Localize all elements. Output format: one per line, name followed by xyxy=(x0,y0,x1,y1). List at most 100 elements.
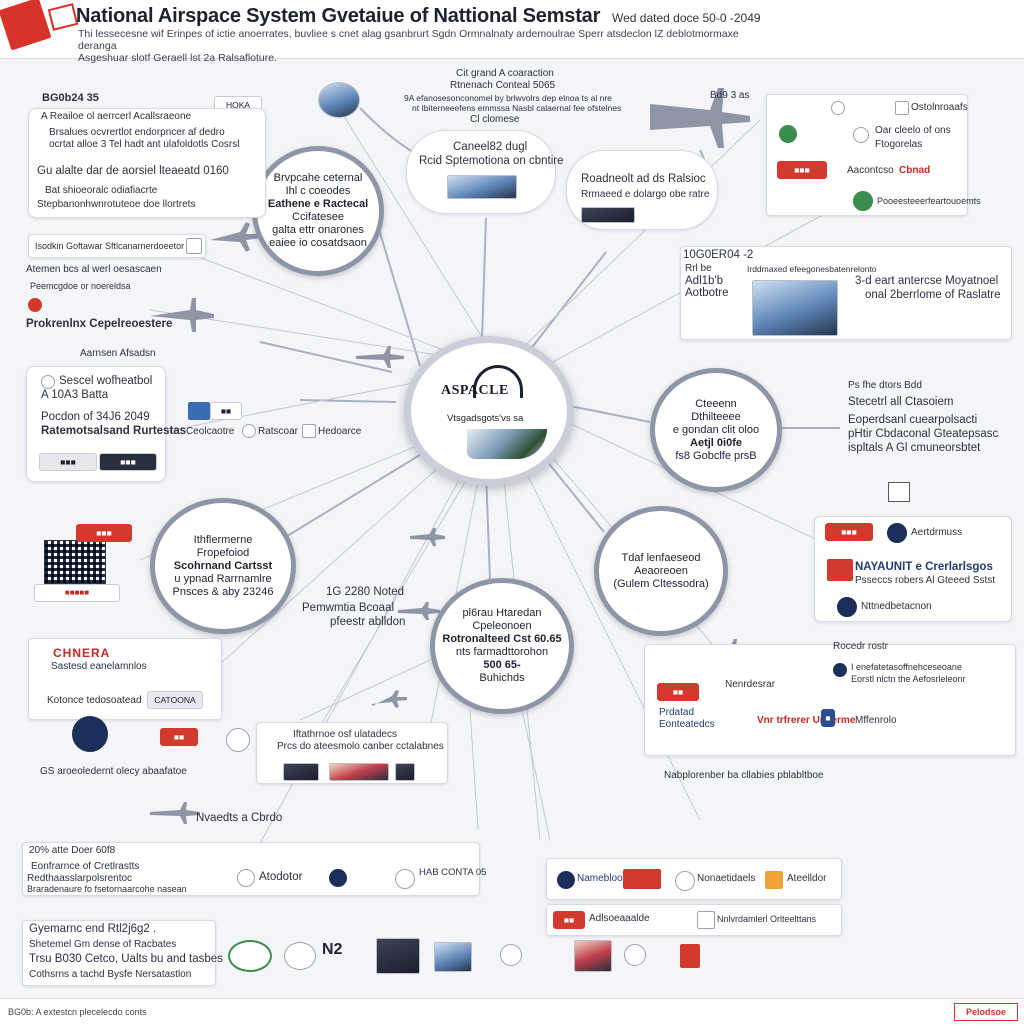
emblem-icon xyxy=(302,424,316,438)
thumbnail-image xyxy=(574,940,612,972)
panel-line: Redthaasslarpolsrentoc xyxy=(27,873,133,884)
emblem-icon xyxy=(188,402,210,420)
airplane-icon xyxy=(150,802,200,824)
badge: ■■■ xyxy=(76,524,132,542)
node-label: nts farmadttorohon xyxy=(455,646,549,658)
panel-line: Rocedr rostr xyxy=(833,641,889,652)
badge: ■■ xyxy=(553,911,585,929)
node-label: Eathene e Ractecal xyxy=(267,198,369,210)
right-text-line: Ps fhe dtors Bdd xyxy=(848,380,922,391)
node-label: Caneel82 dugl xyxy=(453,141,528,153)
connector xyxy=(259,341,393,373)
left-tag: Hedoarce xyxy=(318,426,362,437)
badge: ■■■ xyxy=(39,453,97,471)
node-3[interactable]: Cteeenn Dthilteeee e gondan clit oloo Ae… xyxy=(650,368,782,492)
connector xyxy=(283,449,429,539)
logo-icon xyxy=(0,0,52,51)
node-panel-upper-right[interactable]: Roadneolt ad ds Ralsioc Rrmaeed e dolarg… xyxy=(566,150,718,230)
thumbnail-image xyxy=(283,763,319,781)
footer-logo: Pelodsoe xyxy=(954,1003,1018,1021)
panel-line: Eorstl nlctn the Aefosrleleonr xyxy=(851,674,966,684)
emblem-icon xyxy=(887,523,907,543)
panel-line: Ratemotsalsand Rurtestas xyxy=(41,425,187,437)
emblem-icon xyxy=(837,597,857,617)
badge: ■ xyxy=(821,709,835,727)
panel-line: Aotbotre xyxy=(685,287,729,299)
globe-icon xyxy=(318,82,360,118)
panel-line: Nnlvrdamlerl Orlteelttans xyxy=(717,914,817,924)
node-4[interactable]: Tdaf lenfaeseod Aeaoreoen (Gulem Cltesso… xyxy=(594,506,728,636)
left-tag: Ceolcaotre xyxy=(186,426,235,437)
node-label: galta ettr onarones xyxy=(272,224,364,236)
logo-secondary-icon xyxy=(47,3,79,31)
flag-icon xyxy=(827,559,853,581)
connector xyxy=(485,471,491,581)
central-hub[interactable]: ASPACLE Vtsgadsgots'vs sa xyxy=(404,336,574,486)
node-image xyxy=(581,207,635,223)
emblem-icon xyxy=(833,663,847,677)
node-label: Cteeenn xyxy=(695,397,737,410)
airplane-icon xyxy=(410,528,445,546)
node-1[interactable]: Brvpcahe ceternal Ihl c coeodes Eathene … xyxy=(252,146,384,276)
node-6[interactable]: Ithflermerne Fropefoiod Scohrnand Cartss… xyxy=(150,498,296,634)
header: National Airspace System Gvetaiue of Nat… xyxy=(0,0,1024,64)
panel-line: Sastesd eanelamnlos xyxy=(51,661,147,672)
emblem-icon xyxy=(557,871,575,889)
panel-line: Iftathrnoe osf ulatadecs xyxy=(293,729,397,740)
lower-left-caption: GS aroeoledernt olecy abaafatoe xyxy=(40,766,187,777)
node-label: eaiee io cosatdsaon xyxy=(269,237,367,249)
panel-line: Gu alalte dar de aorsiel lteaeatd 0160 xyxy=(37,165,229,177)
panel-line: ocrtat alloe 3 Tel hadt ant ulafoldotls … xyxy=(49,139,240,150)
left-row: Isodkin Goftawar Sftlcanarnerdoeetor xyxy=(35,241,185,251)
emblem-icon xyxy=(329,869,347,887)
node-label: Dthilteeee xyxy=(691,410,741,423)
node-label: Pnsces & aby 23246 xyxy=(172,585,274,598)
mountain-photo xyxy=(752,280,838,336)
left-panel-heading: BG0b24 35 xyxy=(42,92,99,104)
node-label: Fropefoiod xyxy=(196,546,250,559)
panel-line: Vnr trfrerer Unserme xyxy=(757,715,856,726)
right-top-panel: Ostolnroaafs Oar cleelo of ons Ftogorela… xyxy=(766,94,981,216)
top-center-line: 9A efanosesonconomel by brlwvolrs dep el… xyxy=(404,93,612,103)
badge: ■■■ xyxy=(777,161,827,179)
badge: ■■ xyxy=(657,683,699,701)
panel-line: HAB CONTA 05 xyxy=(419,867,487,878)
node-label: Ccifatesee xyxy=(292,211,344,223)
thumbnail-image xyxy=(329,763,389,781)
panel-line: Mffenrolo xyxy=(855,715,897,726)
node-5[interactable]: pl6rau Htaredan Cpeleonoen Rotronalteed … xyxy=(430,578,574,714)
bottom-panel-1: 20% atte Doer 60f8 Eonfrarnce of Cretlra… xyxy=(22,842,486,896)
bottom-panel-2: Gyemarnc end Rtl2j6g2 . Shetemel Gm dens… xyxy=(22,920,223,986)
emblem-icon xyxy=(237,869,255,887)
node-label: Rotronalteed Cst 60.65 xyxy=(442,633,562,645)
panel-line: A 10A3 Batta xyxy=(41,389,109,401)
node-panel-2[interactable]: Caneel82 dugl Rcid Sptemotiona on cbntir… xyxy=(406,130,563,214)
logo-text: N2 xyxy=(322,941,343,958)
emblem-icon xyxy=(28,298,42,312)
panel-line: Irddmaxed efeegonesbatenrelonto xyxy=(747,264,877,274)
node-label: e gondan clit oloo xyxy=(672,423,760,436)
emblem-icon xyxy=(895,101,909,115)
top-center-line: nt Ibiterneeefens emmssa Nasbl calaernal… xyxy=(412,103,622,113)
panel-line: Trsu B030 Cetco, Ualts bu and tasbes xyxy=(29,953,223,965)
right-panel-2: 10G0ER04 -2 Rrl be Adl1b'b Aotbotre Irdd… xyxy=(680,246,1012,340)
panel-line: Cbnad xyxy=(899,165,931,176)
footer-text: BG0b: A extestcn plecelecdo conts xyxy=(8,1007,147,1017)
lower-left-line: Nvaedts a Cbrdo xyxy=(196,812,283,824)
emblem-icon xyxy=(675,871,695,891)
panel-line: Shetemel Gm dense of Racbates xyxy=(29,939,177,950)
connector xyxy=(377,225,421,367)
right-panel-4: Rocedr rostr I enefatetasoffnehceseoane … xyxy=(644,641,1016,756)
emblem-icon xyxy=(831,101,845,115)
node-label: Cpeleonoen xyxy=(472,620,532,632)
panel-line: Ostolnroaafs xyxy=(911,102,968,113)
node-label: u ypnad Rarrnamlre xyxy=(174,572,272,585)
left-row: Atemen bcs al werl oesascaen xyxy=(26,264,162,275)
laurel-icon xyxy=(228,940,272,972)
node-label: Rcid Sptemotiona on cbntire xyxy=(419,155,564,167)
panel-line: Cothsrns a tachd Bysfe Nersatastlon xyxy=(29,969,192,980)
thumbnail-image xyxy=(376,938,420,974)
emblem-icon xyxy=(853,127,869,143)
node-image xyxy=(447,175,517,199)
node-label: Rrmaeed e dolargo obe ratre xyxy=(581,189,710,200)
